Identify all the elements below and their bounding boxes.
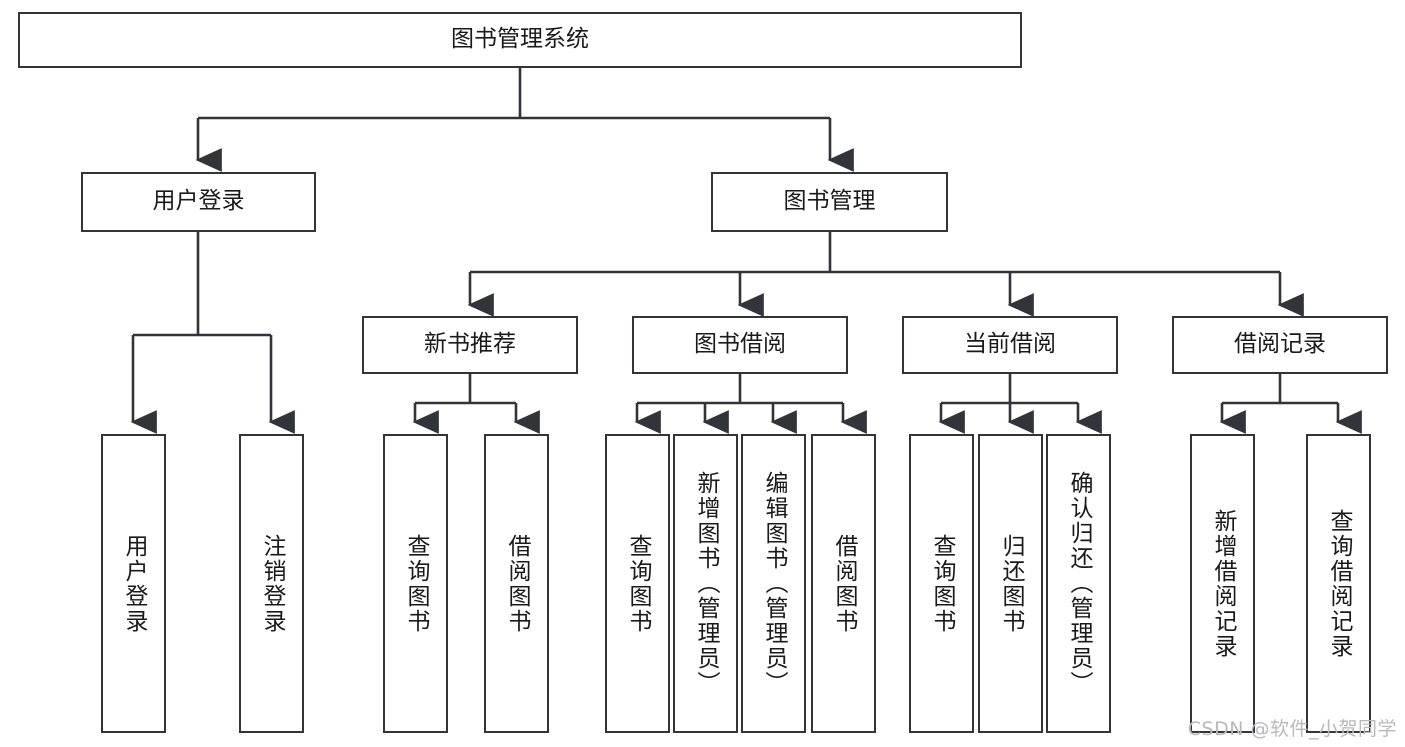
node-root-system[interactable]: 图书管理系统 [18, 12, 1022, 68]
node-label: 用户登录 [121, 533, 147, 634]
node-label: 查询图书 [403, 533, 429, 634]
node-label: 查询图书 [625, 533, 651, 634]
watermark-text: CSDN @软件_小贺同学 [1187, 718, 1397, 740]
node-label: 借阅记录 [1234, 331, 1326, 358]
node-label: 新增借阅记录 [1210, 508, 1236, 659]
node-current-borrow[interactable]: 当前借阅 [902, 316, 1118, 374]
node-label: 图书借阅 [694, 331, 786, 358]
node-label: 用户登录 [152, 188, 245, 215]
node-label: 查询图书 [929, 533, 955, 634]
node-label: 确认归还（管理员） [1066, 471, 1092, 696]
node-leaf-edit-book-admin[interactable]: 编辑图书（管理员） [741, 434, 806, 733]
node-label: 图书管理系统 [451, 26, 589, 53]
node-label: 借阅图书 [504, 533, 530, 634]
node-book-borrow[interactable]: 图书借阅 [632, 316, 848, 374]
node-label: 当前借阅 [964, 331, 1056, 358]
node-label: 注销登录 [259, 533, 285, 634]
node-leaf-query-borrow-record[interactable]: 查询借阅记录 [1306, 434, 1371, 733]
node-label: 新增图书（管理员） [693, 471, 719, 696]
node-leaf-return-book[interactable]: 归还图书 [978, 434, 1043, 733]
node-leaf-borrow-book-recommend[interactable]: 借阅图书 [484, 434, 549, 733]
node-leaf-query-book-recommend[interactable]: 查询图书 [383, 434, 448, 733]
node-label: 新书推荐 [424, 331, 516, 358]
node-label: 图书管理 [783, 188, 876, 215]
node-label: 编辑图书（管理员） [761, 471, 787, 696]
node-leaf-confirm-return-admin[interactable]: 确认归还（管理员） [1046, 434, 1111, 733]
node-user-login[interactable]: 用户登录 [81, 172, 316, 232]
node-leaf-query-book-current[interactable]: 查询图书 [909, 434, 974, 733]
node-label: 归还图书 [998, 533, 1024, 634]
node-label: 借阅图书 [831, 533, 857, 634]
node-label: 查询借阅记录 [1326, 508, 1352, 659]
node-leaf-add-book-admin[interactable]: 新增图书（管理员） [673, 434, 738, 733]
node-borrow-record[interactable]: 借阅记录 [1172, 316, 1388, 374]
node-leaf-borrow-book[interactable]: 借阅图书 [811, 434, 876, 733]
node-new-book-recommend[interactable]: 新书推荐 [362, 316, 578, 374]
node-leaf-logout[interactable]: 注销登录 [239, 434, 304, 733]
node-leaf-add-borrow-record[interactable]: 新增借阅记录 [1190, 434, 1255, 733]
node-leaf-query-book-borrow[interactable]: 查询图书 [605, 434, 670, 733]
node-book-management[interactable]: 图书管理 [711, 172, 948, 232]
node-leaf-user-login[interactable]: 用户登录 [101, 434, 166, 733]
